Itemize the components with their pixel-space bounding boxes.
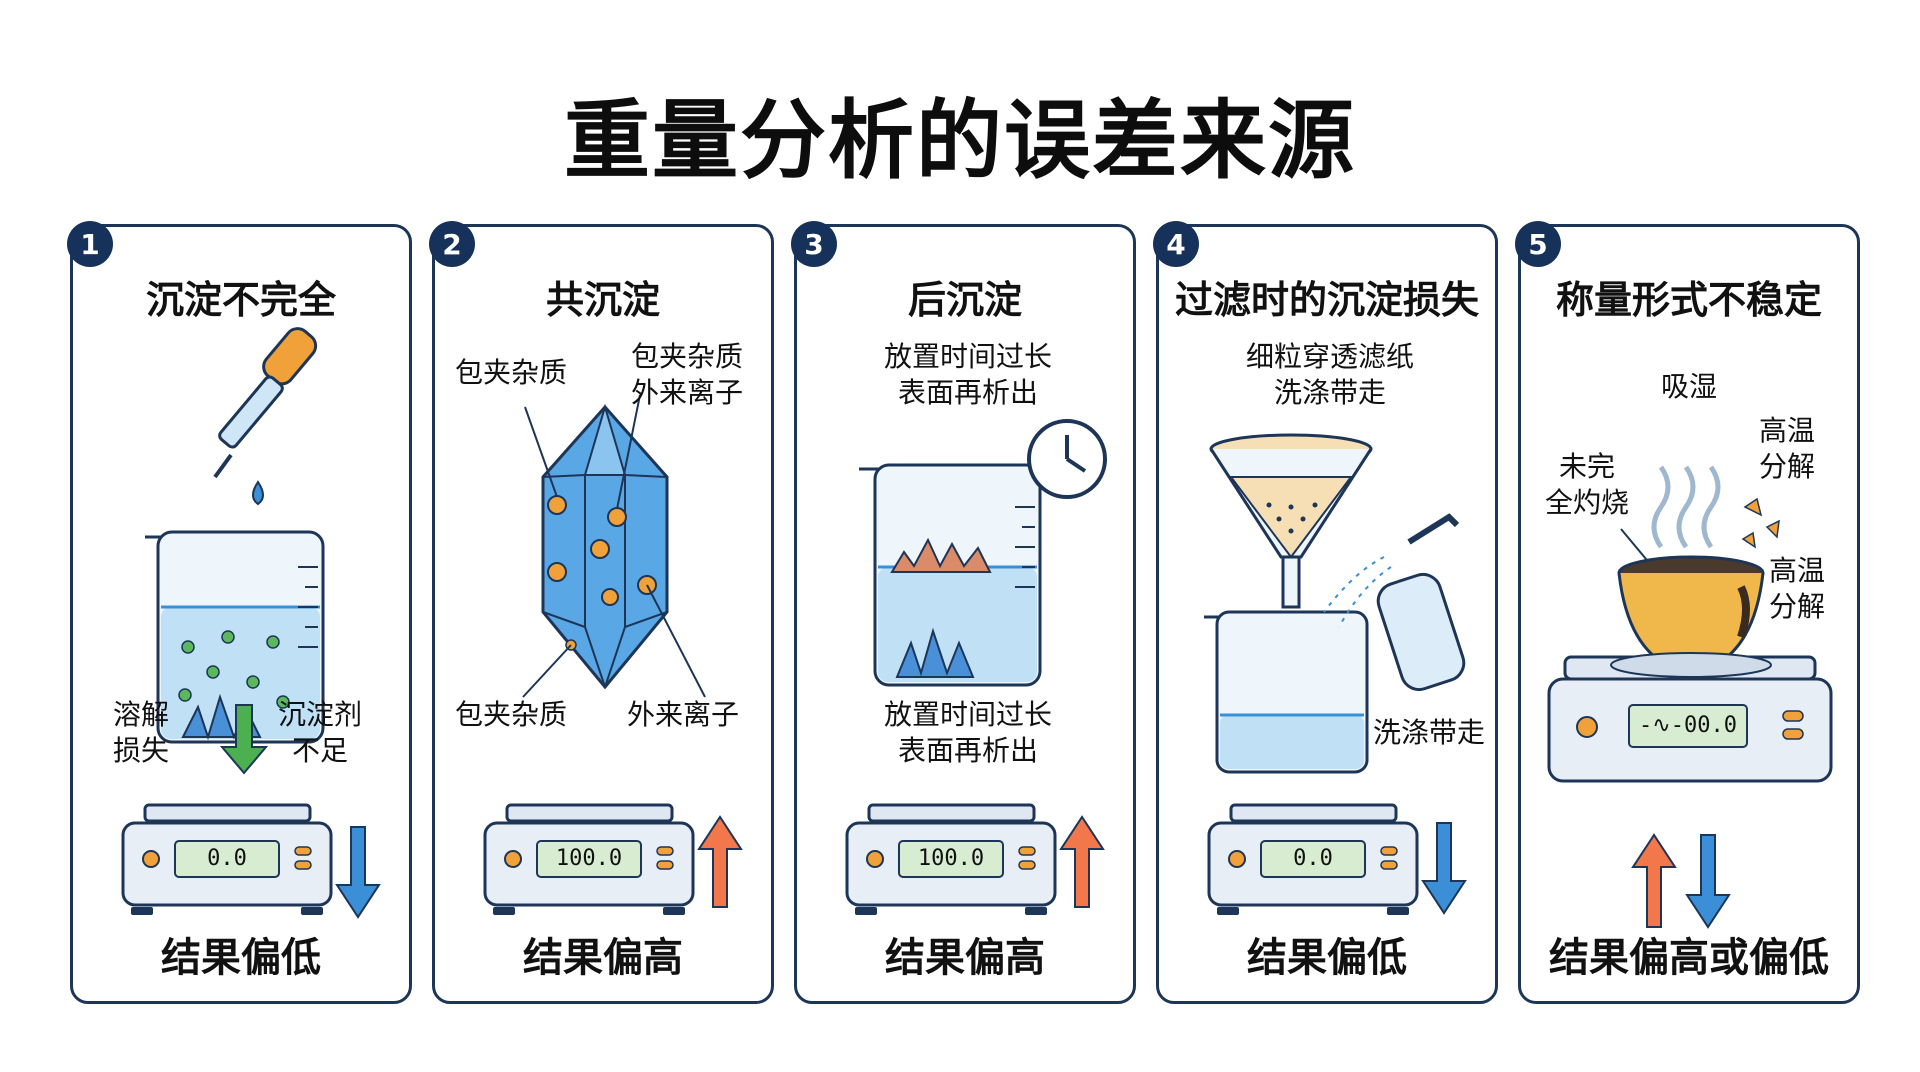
scale-icon bbox=[845, 803, 1057, 915]
panel-title: 沉淀不完全 bbox=[145, 278, 336, 322]
result-up-arrow-icon bbox=[697, 815, 743, 908]
label-washed-away: 洗涤带走 bbox=[1373, 716, 1486, 749]
result-text: 结果偏高或偏低 bbox=[1549, 935, 1829, 981]
panel-illustration bbox=[121, 327, 381, 919]
label-occlusion-bottom: 包夹杂质 bbox=[455, 698, 568, 731]
result-text: 结果偏低 bbox=[161, 935, 321, 981]
panel-illustration bbox=[483, 394, 743, 915]
panel-illustration bbox=[1204, 433, 1467, 915]
panel-filtration-loss: 4 过滤时的沉淀损失 bbox=[1153, 221, 1498, 1004]
label-foreign-ions: 外来离子 bbox=[627, 698, 740, 731]
fragments-icon bbox=[1741, 497, 1780, 549]
step-badge: 3 bbox=[791, 221, 837, 267]
wash-bottle-icon bbox=[1323, 513, 1466, 692]
steam-icon bbox=[1651, 465, 1721, 549]
panel-title: 后沉淀 bbox=[907, 278, 1022, 322]
result-text: 结果偏高 bbox=[523, 935, 683, 981]
label-occlusion-foreign-ions: 包夹杂质 外来离子 bbox=[631, 340, 744, 409]
panel-coprecipitation: 2 共沉淀 bbox=[429, 221, 774, 1004]
step-badge: 4 bbox=[1153, 221, 1199, 267]
label-dissolution-loss: 溶解 损失 bbox=[113, 698, 170, 767]
scale-display: 0.0 bbox=[1293, 846, 1333, 871]
result-down-arrow-icon bbox=[335, 826, 381, 919]
label-standing-too-long-top: 放置时间过长 表面再析出 bbox=[883, 340, 1052, 409]
dropper-icon bbox=[213, 327, 318, 506]
scale-icon bbox=[121, 803, 333, 915]
panel-illustration bbox=[845, 419, 1107, 915]
step-badge: 1 bbox=[67, 221, 113, 267]
panel-postprecipitation: 3 后沉淀 bbox=[791, 221, 1136, 1004]
scale-icon bbox=[483, 803, 695, 915]
clock-icon bbox=[1027, 419, 1107, 499]
panel-unstable-weighing-form: 5 称量形式不稳定 bbox=[1515, 221, 1860, 1004]
down-arrow-icon bbox=[219, 704, 269, 775]
beaker-icon bbox=[859, 463, 1042, 687]
beaker-icon bbox=[1204, 610, 1369, 774]
result-up-arrow-icon bbox=[1059, 815, 1105, 908]
panel-title: 共沉淀 bbox=[545, 278, 660, 322]
result-text: 结果偏高 bbox=[885, 935, 1045, 981]
label-high-temp-decomp-top: 高温 分解 bbox=[1759, 414, 1816, 483]
scale-display: 100.0 bbox=[917, 846, 985, 871]
label-incomplete-ignition: 未完 全灼烧 bbox=[1545, 450, 1630, 519]
label-insufficient-reagent: 沉淀剂 不足 bbox=[278, 698, 363, 767]
label-high-temp-decomp-bottom: 高温 分解 bbox=[1769, 554, 1826, 623]
panel-illustration bbox=[1547, 465, 1833, 929]
step-badge: 2 bbox=[429, 221, 475, 267]
label-fine-particles: 细粒穿透滤纸 洗涤带走 bbox=[1245, 340, 1414, 409]
scale-icon bbox=[1207, 803, 1419, 915]
scale-icon bbox=[1547, 652, 1833, 783]
page-title: 重量分析的误差来源 bbox=[564, 91, 1356, 191]
crucible-icon bbox=[1617, 555, 1765, 675]
label-standing-too-long-bottom: 放置时间过长 表面再析出 bbox=[883, 698, 1052, 767]
panel-incomplete-precipitation: 1 沉淀不完全 bbox=[67, 221, 412, 1004]
result-down-arrow-icon bbox=[1685, 834, 1731, 929]
crystal-icon bbox=[541, 403, 669, 690]
label-occlusion-top: 包夹杂质 bbox=[455, 356, 568, 389]
result-down-arrow-icon bbox=[1421, 822, 1467, 915]
scale-display: 0.0 bbox=[207, 846, 247, 871]
scale-display: -∿-00.0 bbox=[1639, 713, 1737, 738]
label-hygroscopic: 吸湿 bbox=[1661, 370, 1718, 403]
funnel-icon bbox=[1209, 433, 1373, 609]
scale-display: 100.0 bbox=[555, 846, 623, 871]
panel-title: 过滤时的沉淀损失 bbox=[1174, 278, 1479, 322]
panel-title: 称量形式不稳定 bbox=[1555, 278, 1822, 322]
result-text: 结果偏低 bbox=[1247, 935, 1407, 981]
result-up-arrow-icon bbox=[1631, 833, 1677, 928]
step-badge: 5 bbox=[1515, 221, 1561, 267]
